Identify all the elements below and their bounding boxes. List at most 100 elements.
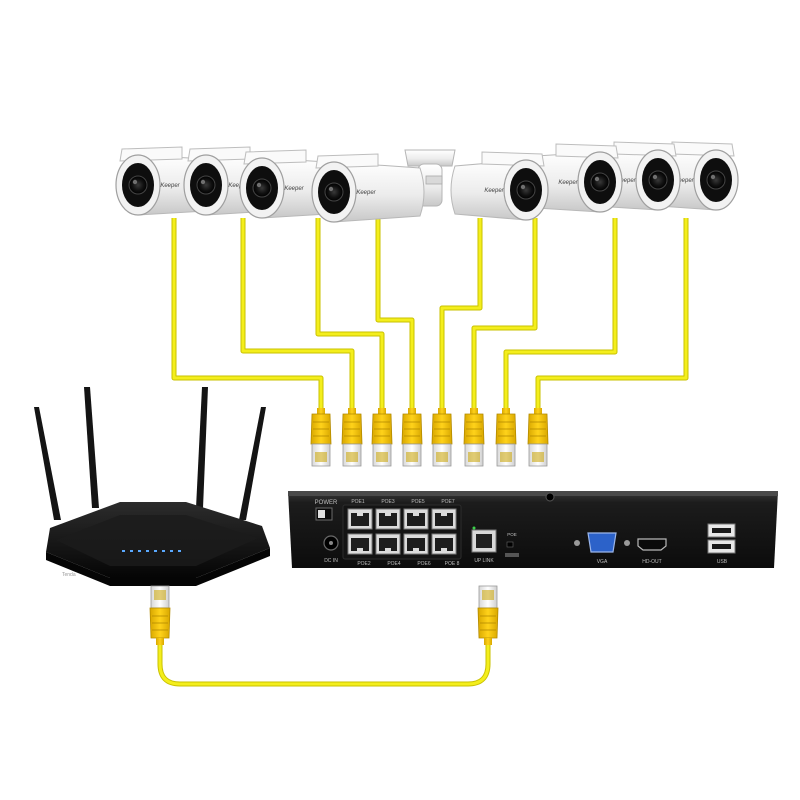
hdmi-label: HD-OUT	[642, 559, 661, 565]
camera-lens-icon	[196, 175, 216, 195]
connector-pins	[482, 590, 494, 600]
lens-glint	[256, 182, 262, 188]
connector-strain-relief	[438, 408, 446, 414]
camera-brand-mark: Keeper	[228, 183, 248, 189]
nvr-recorder: POWER DC IN POE1 POE3 POE5 POE7 POE2 POE…	[288, 491, 778, 568]
rj45-connector-icon	[477, 585, 499, 645]
vga-screw-left-icon	[574, 540, 580, 546]
connector-strain-relief	[502, 408, 510, 414]
connector-pins	[346, 452, 358, 462]
rj45-connector-icon	[431, 408, 453, 467]
connector-pins	[436, 452, 448, 462]
cable-outline-8	[535, 218, 689, 412]
poe-port[interactable]	[431, 533, 457, 555]
ethernet-cables	[157, 218, 689, 687]
lens-glint	[328, 186, 334, 192]
cable-outline-9	[157, 645, 491, 687]
router-led-icon	[146, 550, 149, 552]
connector-strain-relief	[156, 638, 164, 645]
camera-brand-mark: Keeper	[356, 190, 376, 196]
hdmi-port[interactable]	[637, 538, 667, 551]
router-brand: Tenda	[62, 572, 76, 578]
poe-port-socket	[407, 513, 425, 526]
poe-port-latch	[413, 548, 419, 551]
router-led-icon	[154, 550, 157, 552]
uplink-port-socket	[476, 534, 492, 548]
connector-pins	[500, 452, 512, 462]
poe-label-1: POE1	[351, 499, 365, 505]
connector-pins	[468, 452, 480, 462]
poe-port-socket	[351, 538, 369, 551]
lens-glint	[520, 184, 526, 190]
poe-label-3: POE3	[381, 499, 395, 505]
connector-strain-relief	[348, 408, 356, 414]
power-label: POWER	[315, 500, 338, 506]
router-led-icon	[178, 550, 181, 552]
lens-glint	[132, 179, 138, 185]
vga-port[interactable]	[587, 532, 617, 553]
rj45-connector-icon	[371, 408, 393, 467]
poe-label-8: POE 8	[445, 561, 460, 567]
router-led-icon	[162, 550, 165, 552]
cable-8	[536, 218, 688, 412]
antenna-2	[84, 387, 99, 508]
poe-port[interactable]	[347, 508, 373, 530]
poe-port[interactable]	[431, 508, 457, 530]
rj45-connector-icon	[401, 408, 423, 467]
rj45-connector-icon	[463, 408, 485, 467]
poe-indicator-switch	[505, 553, 519, 557]
cable-3	[316, 218, 384, 412]
router: Tenda	[34, 387, 270, 586]
power-switch-rocker	[318, 510, 325, 518]
poe-port-latch	[357, 548, 363, 551]
poe-port[interactable]	[347, 533, 373, 555]
connector-strain-relief	[470, 408, 478, 414]
camera-brand-mark: Keeper	[558, 180, 578, 186]
lens-glint	[652, 174, 658, 180]
poe-port-socket	[435, 538, 453, 551]
nvr-top-edge	[288, 491, 778, 496]
cable-4	[376, 218, 414, 412]
connector-strain-relief	[484, 638, 492, 645]
usb-port-bottom-socket	[712, 544, 731, 549]
rj45-connector-icon	[495, 408, 517, 467]
poe-port-latch	[385, 513, 391, 516]
connector-pins	[154, 590, 166, 600]
screw-icon	[545, 492, 555, 502]
uplink-label: UP LINK	[474, 558, 494, 564]
poe-label-5: POE5	[411, 499, 425, 505]
poe-indicator-icon	[506, 541, 514, 548]
dc-in-label: DC IN	[324, 558, 338, 564]
router-led-icon	[170, 550, 173, 552]
poe-label-6: POE6	[417, 561, 431, 567]
lens-glint	[200, 179, 206, 185]
usb-label: USB	[717, 559, 728, 565]
router-led-icon	[130, 550, 133, 552]
rj45-connector-icon	[149, 585, 171, 645]
poe-label-2: POE2	[357, 561, 371, 567]
uplink-led-icon	[472, 526, 476, 530]
connector-strain-relief	[534, 408, 542, 414]
router-top-panel	[56, 515, 258, 566]
poe-port-latch	[385, 548, 391, 551]
lens-glint	[594, 176, 600, 182]
cable-outline-7	[503, 218, 618, 412]
vga-label: VGA	[597, 559, 608, 565]
camera-brand-mark: Keeper	[484, 188, 504, 194]
cable-7	[504, 218, 617, 412]
cable-1	[172, 218, 323, 412]
camera-lens-icon	[128, 175, 148, 195]
poe-port-latch	[413, 513, 419, 516]
camera-lens-icon	[706, 170, 726, 190]
poe-port-socket	[351, 513, 369, 526]
poe-port[interactable]	[403, 508, 429, 530]
poe-port[interactable]	[375, 533, 401, 555]
poe-port-latch	[441, 513, 447, 516]
camera-brand-mark: Keeper	[674, 178, 694, 184]
poe-label-4: POE4	[387, 561, 401, 567]
camera-lens-icon	[590, 172, 610, 192]
poe-port[interactable]	[403, 533, 429, 555]
connector-strain-relief	[378, 408, 386, 414]
poe-port[interactable]	[375, 508, 401, 530]
